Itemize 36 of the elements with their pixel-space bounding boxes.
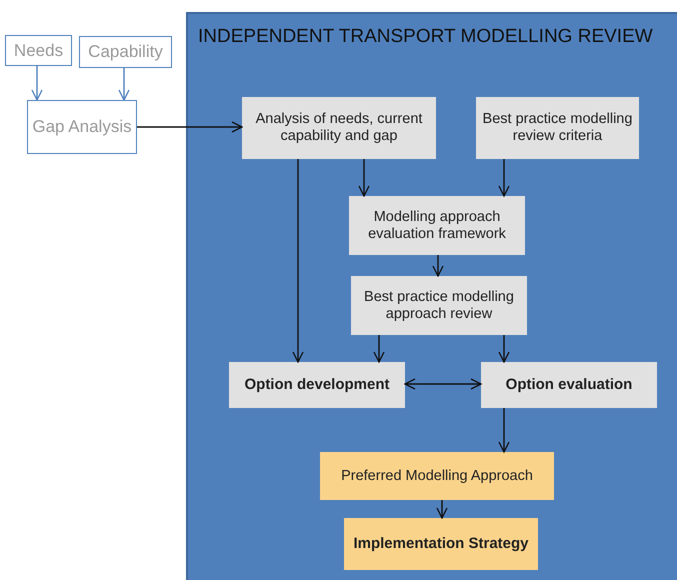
box-label: Capability: [88, 42, 163, 62]
arrow: [137, 121, 243, 133]
arrow: [498, 159, 510, 197]
arrow: [373, 335, 385, 363]
process-box: [349, 196, 525, 255]
box-label: Analysis of needs, current capability and gap: [254, 111, 424, 145]
box-label: Implementation Strategy: [353, 535, 529, 553]
box-label: Preferred Modelling Approach: [341, 468, 533, 484]
panel-title: INDEPENDENT TRANSPORT MODELLING REVIEW: [198, 26, 653, 48]
arrow: [404, 378, 482, 390]
arrow: [436, 500, 448, 519]
arrow: [498, 408, 510, 453]
box-label: Best practice modelling review criteria: [482, 111, 634, 145]
arrow: [498, 335, 510, 363]
box-label: Gap Analysis: [32, 117, 132, 137]
arrow: [118, 68, 130, 101]
result-box: [320, 452, 554, 500]
box-label: Best practice modelling approach review: [363, 288, 515, 322]
process-box: [229, 362, 405, 408]
arrow: [432, 255, 444, 277]
process-box: [242, 97, 436, 159]
input-box: [79, 36, 172, 68]
box-label: Modelling approach evaluation framework: [367, 208, 507, 242]
result-box: [344, 518, 538, 570]
process-box: [27, 100, 137, 154]
process-box: [476, 97, 639, 159]
process-box: [481, 362, 657, 408]
box-label: Option development: [244, 376, 390, 394]
input-box: [5, 35, 72, 66]
arrow: [292, 159, 304, 363]
arrow: [358, 159, 370, 197]
box-label: Needs: [14, 40, 64, 60]
process-box: [351, 276, 527, 335]
arrow: [31, 66, 43, 101]
review-panel: [186, 12, 677, 580]
box-label: Option evaluation: [506, 376, 632, 394]
